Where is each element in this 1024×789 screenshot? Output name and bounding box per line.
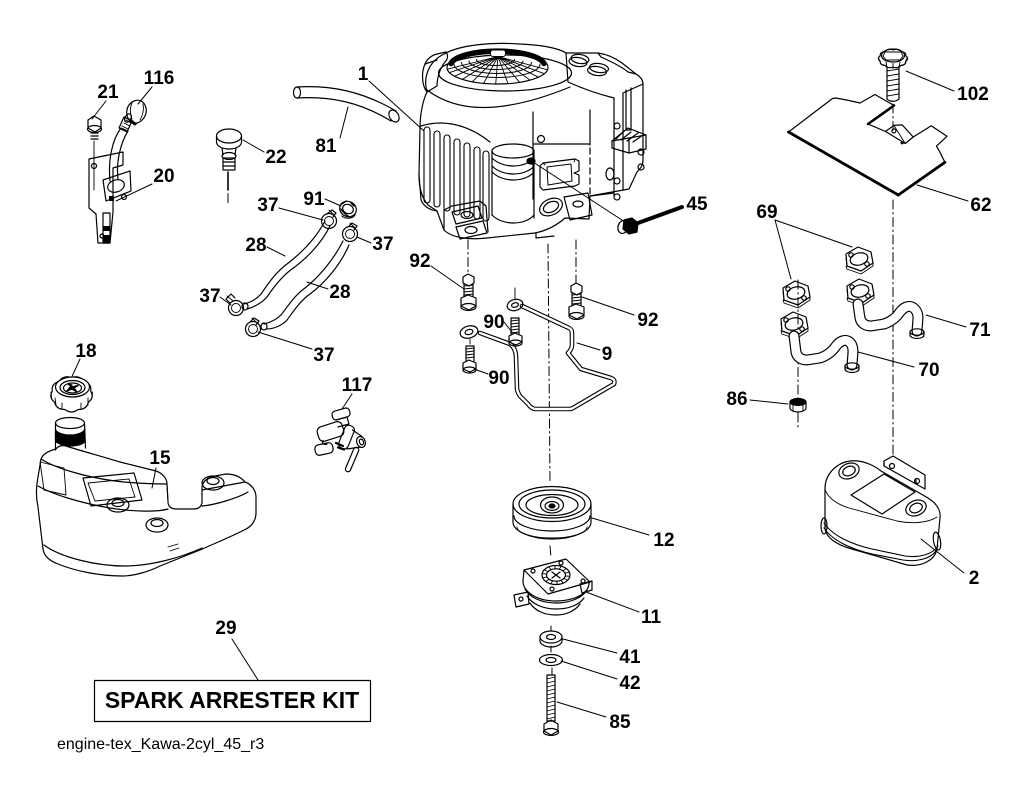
svg-text:1: 1 (358, 64, 369, 85)
svg-text:91: 91 (303, 189, 325, 210)
svg-text:92: 92 (637, 310, 658, 331)
svg-text:42: 42 (619, 673, 640, 694)
svg-text:37: 37 (372, 234, 393, 255)
svg-text:86: 86 (726, 389, 747, 410)
svg-text:18: 18 (75, 341, 96, 362)
svg-text:85: 85 (609, 712, 631, 733)
svg-text:9: 9 (602, 344, 613, 365)
svg-text:28: 28 (245, 235, 266, 256)
svg-text:engine-tex_Kawa-2cyl_45_r3: engine-tex_Kawa-2cyl_45_r3 (57, 736, 264, 753)
svg-text:29: 29 (215, 618, 236, 639)
svg-text:37: 37 (257, 195, 278, 216)
svg-text:SPARK ARRESTER KIT: SPARK ARRESTER KIT (105, 687, 359, 713)
svg-text:2: 2 (969, 568, 980, 589)
svg-text:90: 90 (483, 312, 504, 333)
svg-text:28: 28 (329, 282, 350, 303)
svg-text:12: 12 (653, 530, 674, 551)
svg-text:117: 117 (342, 375, 373, 396)
svg-text:22: 22 (265, 147, 286, 168)
svg-text:71: 71 (969, 320, 991, 341)
svg-text:116: 116 (144, 68, 175, 89)
svg-text:37: 37 (199, 286, 220, 307)
svg-text:90: 90 (488, 368, 509, 389)
svg-text:20: 20 (153, 166, 174, 187)
svg-text:62: 62 (970, 195, 991, 216)
svg-text:92: 92 (409, 251, 430, 272)
svg-text:15: 15 (149, 448, 171, 469)
svg-text:21: 21 (97, 82, 119, 103)
svg-text:45: 45 (686, 194, 708, 215)
svg-text:70: 70 (918, 360, 939, 381)
svg-text:81: 81 (315, 136, 337, 157)
svg-text:11: 11 (641, 607, 662, 628)
svg-text:69: 69 (756, 202, 777, 223)
svg-text:41: 41 (619, 647, 641, 668)
svg-text:102: 102 (957, 84, 989, 105)
svg-text:37: 37 (313, 345, 334, 366)
